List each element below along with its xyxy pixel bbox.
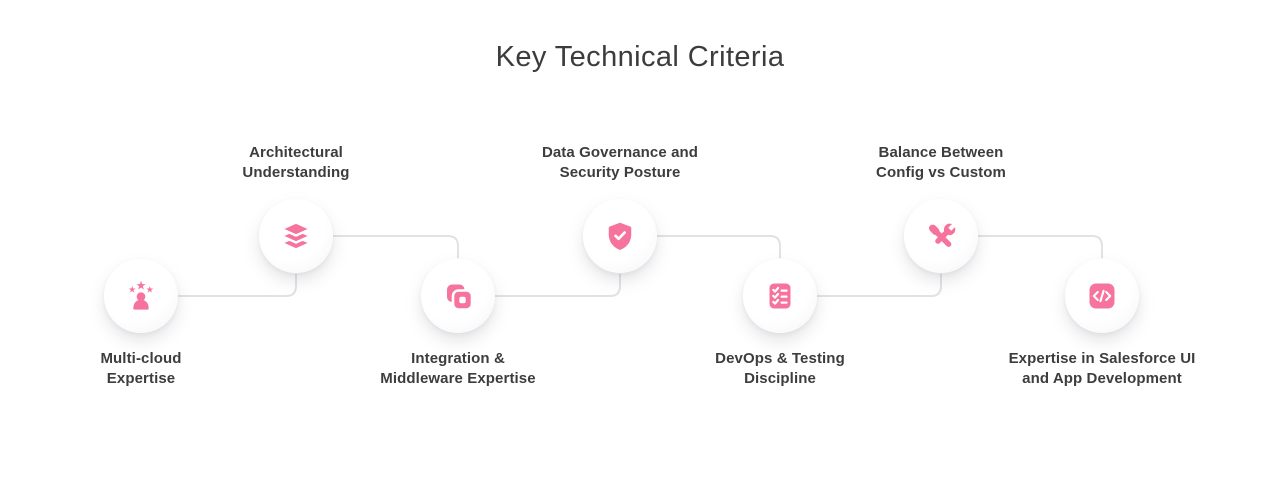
checklist-icon (769, 283, 791, 309)
node-circle (743, 259, 817, 333)
node-label: Architectural Understanding (242, 144, 350, 181)
node-label: Multi-cloud Expertise (100, 350, 182, 387)
connector-2-3 (333, 235, 459, 258)
user-stars-icon (128, 280, 154, 310)
node-circle (259, 199, 333, 273)
node-label: Balance Between Config vs Custom (876, 144, 1006, 181)
node-circle (904, 199, 978, 273)
node-label: Integration & Middleware Expertise (380, 350, 536, 387)
connector-3-4 (495, 274, 621, 297)
connector-4-5 (657, 235, 781, 258)
overlapping-squares-icon (447, 284, 474, 311)
node-circle (583, 199, 657, 273)
code-icon (1089, 283, 1115, 309)
connector-1-2 (178, 274, 297, 297)
connector-6-7 (978, 235, 1103, 258)
node-label: Data Governance and Security Posture (541, 144, 699, 181)
tools-icon (928, 223, 956, 247)
page-title: Key Technical Criteria (495, 41, 785, 73)
layers-icon (280, 221, 312, 251)
node-circle (1065, 259, 1139, 333)
node-circle (104, 259, 178, 333)
node-label: Expertise in Salesforce UI and App Devel… (1008, 350, 1196, 387)
shield-check-icon (608, 222, 632, 250)
node-circle (421, 259, 495, 333)
connector-5-6 (817, 274, 942, 297)
node-label: DevOps & Testing Discipline (715, 350, 845, 387)
